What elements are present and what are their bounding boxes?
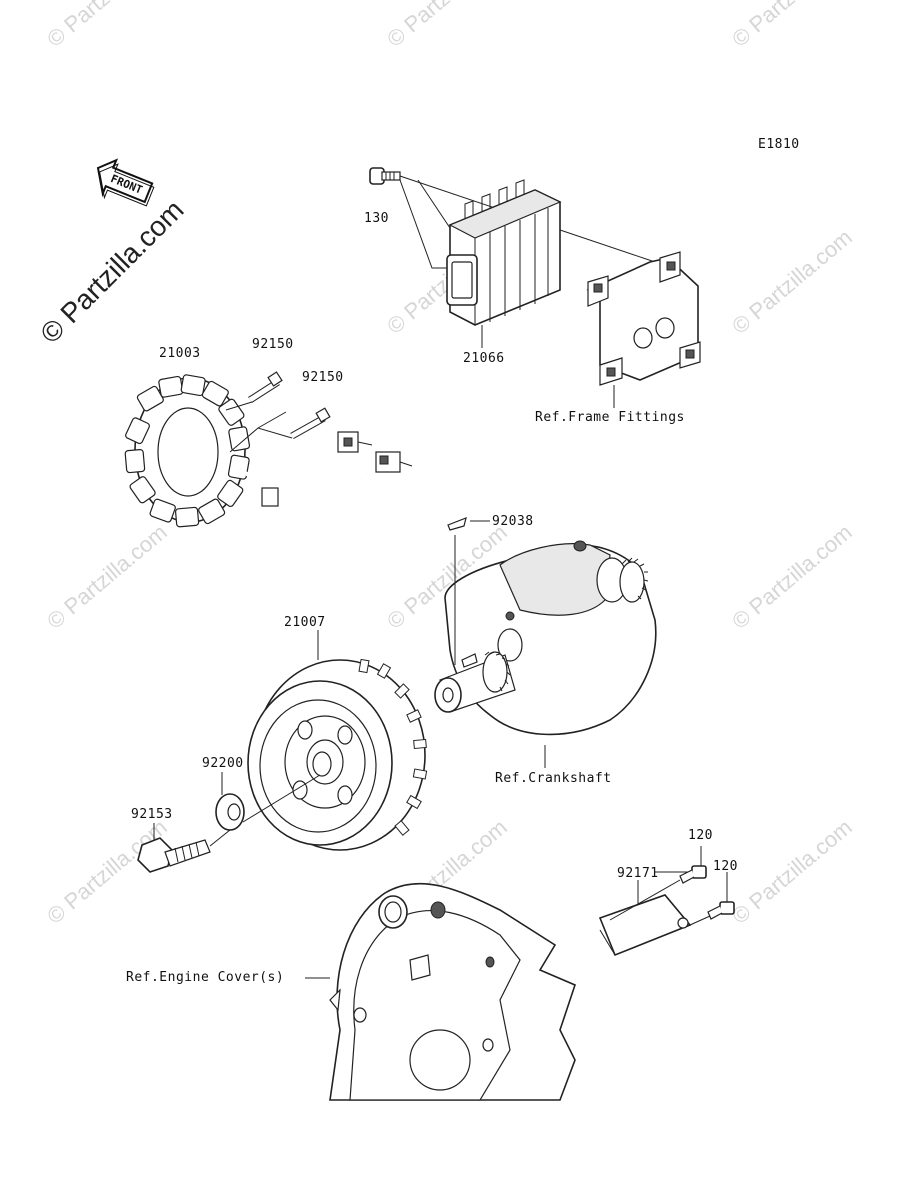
part-label-120[interactable]: 120 <box>688 828 713 843</box>
bolt-92153-icon <box>137 837 211 873</box>
part-label-92171[interactable]: 92171 <box>617 866 659 881</box>
watermark: © Partzilla.com <box>727 519 857 633</box>
part-label-130[interactable]: 130 <box>364 211 389 226</box>
washer-92200-icon <box>215 793 245 831</box>
part-label-92200[interactable]: 92200 <box>202 756 244 771</box>
part-label-120[interactable]: 120 <box>713 859 738 874</box>
bolt-130-icon <box>369 167 401 185</box>
bracket-frame-fittings-icon <box>586 251 701 386</box>
regulator-assembly <box>369 167 701 408</box>
part-label-21066[interactable]: 21066 <box>463 351 505 366</box>
flywheel-21007-icon <box>247 658 428 851</box>
part-label-92150[interactable]: 92150 <box>252 337 294 352</box>
diagram-code: E1810 <box>758 137 800 152</box>
part-label-92150[interactable]: 92150 <box>302 370 344 385</box>
front-arrow-icon: FRONT <box>96 158 155 207</box>
part-label-21007[interactable]: 21007 <box>284 615 326 630</box>
regulator-21066-icon <box>446 179 562 326</box>
cover-plate-92171-icon <box>598 894 692 957</box>
crank-gear-icon <box>619 557 649 603</box>
ref-engine-cover-label[interactable]: Ref.Engine Cover(s) <box>126 970 284 985</box>
screw-120-icon <box>679 865 707 884</box>
watermark: © Partzilla.com <box>382 0 512 52</box>
part-label-21003[interactable]: 21003 <box>159 346 201 361</box>
copyright-watermark: © Partzilla.com <box>34 194 189 349</box>
bolt-92150-icon <box>290 407 331 440</box>
watermark: © Partzilla.com <box>727 0 857 52</box>
part-label-92153[interactable]: 92153 <box>131 807 173 822</box>
watermark: © Partzilla.com <box>42 519 172 633</box>
bolt-92150-icon <box>248 371 283 403</box>
screw-120-icon <box>707 901 735 920</box>
ref-crankshaft-label[interactable]: Ref.Crankshaft <box>495 771 612 786</box>
stator-21003-icon <box>124 374 413 528</box>
watermark: © Partzilla.com <box>727 814 857 928</box>
crankshaft-icon <box>434 540 657 736</box>
part-labels: 130 21066 21003 92150 92150 92038 21007 … <box>126 211 738 985</box>
key-92038-icon <box>447 517 467 531</box>
part-label-92038[interactable]: 92038 <box>492 514 534 529</box>
watermark: © Partzilla.com <box>727 224 857 338</box>
ref-frame-fittings-label[interactable]: Ref.Frame Fittings <box>535 410 685 425</box>
watermark: © Partzilla.com <box>42 0 172 52</box>
engine-cover-icon <box>329 882 576 1101</box>
